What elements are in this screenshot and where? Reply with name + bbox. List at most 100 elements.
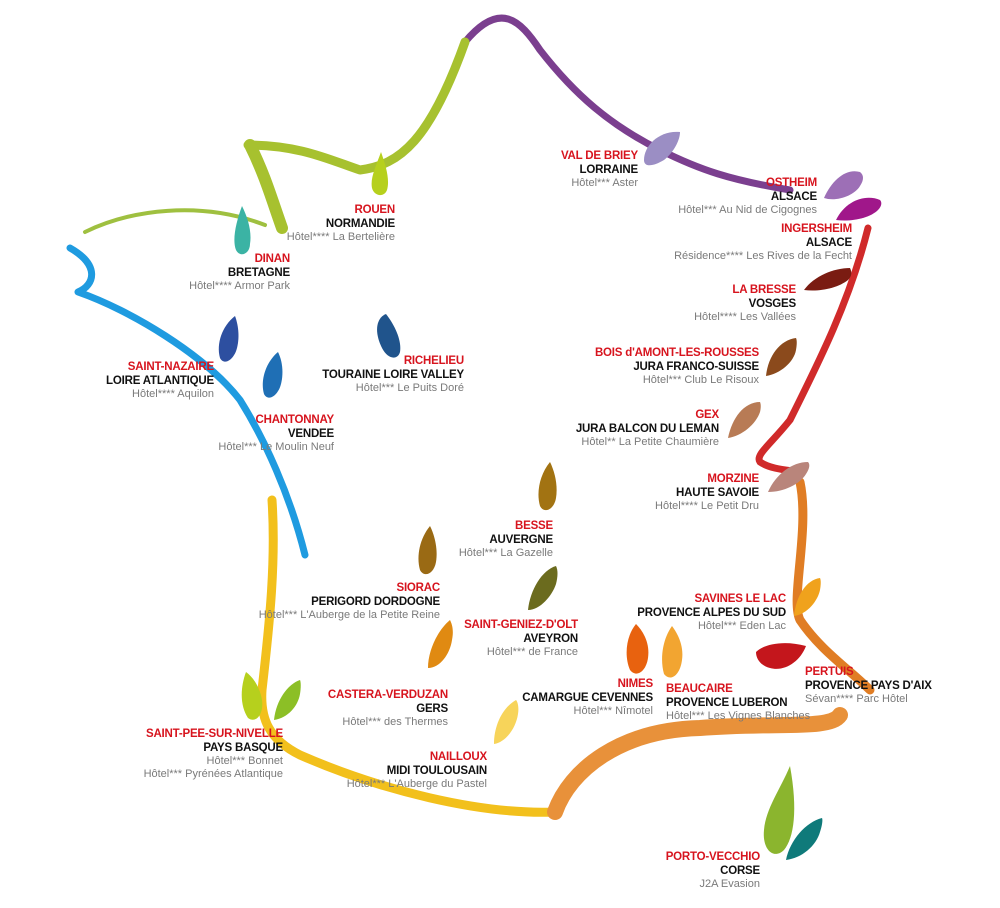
loc-gex: GEX JURA BALCON DU LEMAN Hôtel** La Peti…	[576, 408, 719, 449]
city-label: SIORAC	[396, 582, 440, 594]
drop-corse-green	[763, 766, 795, 854]
drop-saint-nazaire	[218, 316, 239, 362]
hotel-label: Hôtel*** La Gazelle	[458, 547, 553, 560]
city-label: INGERSHEIM	[781, 223, 852, 235]
loc-saint-pee: SAINT-PEE-SUR-NIVELLE PAYS BASQUE Hôtel*…	[144, 727, 284, 782]
loc-richelieu: RICHELIEU TOURAINE LOIRE VALLEY Hôtel***…	[322, 354, 464, 395]
region-label: PROVENCE PAYS D'AIX	[805, 680, 932, 693]
loc-beaucaire: BEAUCAIRE PROVENCE LUBERON Hôtel*** Les …	[666, 682, 810, 723]
drop-pertuis	[756, 643, 806, 669]
loc-nimes: NIMES CAMARGUE CEVENNES Hôtel*** Nîmotel	[522, 677, 653, 718]
drop-chantonnay	[262, 352, 283, 398]
hotel-label: Hôtel**** Armor Park	[189, 280, 290, 293]
region-label: PERIGORD DORDOGNE	[311, 596, 440, 609]
hotel-label: Sévan**** Parc Hôtel	[805, 693, 908, 706]
hotel-label: Hôtel**** La Bertelière	[286, 231, 395, 244]
drop-val-de-briey	[644, 131, 680, 166]
region-label: NORMANDIE	[325, 218, 395, 231]
city-label: DINAN	[254, 253, 291, 265]
hotel-label: Hôtel*** Aster	[571, 177, 638, 190]
city-label: SAINT-PEE-SUR-NIVELLE	[145, 728, 283, 740]
region-label: HAUTE SAVOIE	[675, 487, 759, 500]
region-label: AVEYRON	[523, 633, 578, 646]
drop-saint-pee-1	[241, 672, 263, 720]
hotel-label: Hôtel*** Eden Lac	[697, 620, 786, 633]
loc-saint-geniez: SAINT-GENIEZ-D'OLT AVEYRON Hôtel*** de F…	[464, 618, 578, 659]
hotel-label: Hôtel**** Les Vallées	[694, 311, 796, 324]
hotel-label: Hôtel*** Bonnet	[206, 755, 283, 768]
region-label: GERS	[416, 703, 448, 716]
drop-morzine	[768, 462, 810, 492]
border-normandy-green	[243, 37, 470, 175]
drop-rouen	[371, 152, 389, 196]
drop-nimes	[626, 624, 649, 674]
hotel-label: Hôtel** La Petite Chaumière	[581, 436, 719, 449]
region-label: PROVENCE LUBERON	[666, 697, 788, 710]
region-label: JURA BALCON DU LEMAN	[575, 423, 719, 436]
city-label: BESSE	[515, 520, 553, 532]
city-label: CHANTONNAY	[255, 414, 334, 426]
city-label: SAINT-NAZAIRE	[127, 361, 214, 373]
marker-group	[218, 131, 882, 860]
loc-porto-vecchio: PORTO-VECCHIO CORSE J2A Evasion	[666, 850, 761, 891]
drop-siorac	[418, 526, 437, 575]
city-label: ROUEN	[354, 204, 395, 216]
region-label: TOURAINE LOIRE VALLEY	[322, 369, 464, 382]
drop-richelieu	[377, 314, 401, 358]
region-label: CORSE	[720, 865, 760, 878]
region-label: ALSACE	[805, 237, 852, 250]
loc-ingersheim: INGERSHEIM ALSACE Résidence**** Les Rive…	[674, 222, 852, 263]
hotel-label: Hôtel*** Le Moulin Neuf	[218, 441, 334, 454]
city-label: BEAUCAIRE	[666, 683, 733, 695]
loc-morzine: MORZINE HAUTE SAVOIE Hôtel**** Le Petit …	[655, 472, 759, 513]
region-label: VOSGES	[748, 298, 797, 311]
city-label: RICHELIEU	[403, 355, 464, 367]
loc-bois-d-amont: BOIS d'AMONT-LES-ROUSSES JURA FRANCO-SUI…	[595, 346, 759, 387]
border-north-purple	[461, 14, 794, 194]
border-alps-orange	[792, 477, 875, 695]
loc-nailloux: NAILLOUX MIDI TOULOUSAIN Hôtel*** L'Aube…	[347, 750, 488, 791]
hotel-label: Hôtel*** Club Le Risoux	[642, 374, 759, 387]
drop-beaucaire	[662, 626, 683, 678]
region-label: BRETAGNE	[227, 267, 290, 280]
region-label: PAYS BASQUE	[203, 742, 283, 755]
drop-gex	[728, 402, 761, 438]
loc-rouen: ROUEN NORMANDIE Hôtel**** La Bertelière	[287, 203, 395, 244]
city-label: SAINT-GENIEZ-D'OLT	[464, 619, 578, 631]
hotel-label: Résidence**** Les Rives de la Fecht	[674, 250, 852, 263]
city-label: CASTERA-VERDUZAN	[327, 689, 448, 701]
hotel-label: Hôtel*** L'Auberge de la Petite Reine	[258, 609, 440, 622]
city-label: PERTUIS	[805, 666, 854, 678]
loc-castera: CASTERA-VERDUZAN GERS Hôtel*** des Therm…	[328, 688, 448, 729]
drop-nailloux	[494, 700, 519, 744]
drop-porto-vecchio	[786, 818, 823, 860]
loc-la-bresse: LA BRESSE VOSGES Hôtel**** Les Vallées	[694, 283, 796, 324]
loc-dinan: DINAN BRETAGNE Hôtel**** Armor Park	[189, 252, 290, 293]
loc-siorac: SIORAC PERIGORD DORDOGNE Hôtel*** L'Aube…	[259, 581, 440, 622]
loc-savines: SAVINES LE LAC PROVENCE ALPES DU SUD Hôt…	[637, 592, 786, 633]
drop-saint-geniez	[528, 566, 558, 610]
border-brittany-blue	[66, 244, 309, 559]
city-label: LA BRESSE	[732, 284, 796, 296]
drop-bois-d-amont	[766, 338, 797, 376]
loc-besse: BESSE AUVERGNE Hôtel*** La Gazelle	[459, 519, 553, 560]
region-label: MIDI TOULOUSAIN	[386, 765, 487, 778]
drop-besse	[538, 462, 557, 511]
drop-dinan	[234, 206, 251, 255]
drop-ostheim	[824, 171, 863, 200]
loc-pertuis: PERTUIS PROVENCE PAYS D'AIX Sévan**** Pa…	[805, 665, 932, 706]
drop-saint-pee-2	[274, 680, 301, 720]
border-west-yellow	[257, 495, 560, 817]
city-label: NAILLOUX	[429, 751, 487, 763]
hotel-label: Hôtel*** Au Nid de Cigognes	[678, 204, 817, 217]
border-east-red	[755, 224, 872, 476]
city-label: MORZINE	[707, 473, 759, 485]
drop-castera	[428, 620, 453, 668]
hotel-label: Hôtel*** Le Puits Doré	[355, 382, 464, 395]
drop-ingersheim	[836, 197, 882, 221]
hotel-label: Hôtel*** de France	[486, 646, 578, 659]
region-label: PROVENCE ALPES DU SUD	[637, 607, 786, 620]
loc-chantonnay: CHANTONNAY VENDEE Hôtel*** Le Moulin Neu…	[218, 413, 334, 454]
